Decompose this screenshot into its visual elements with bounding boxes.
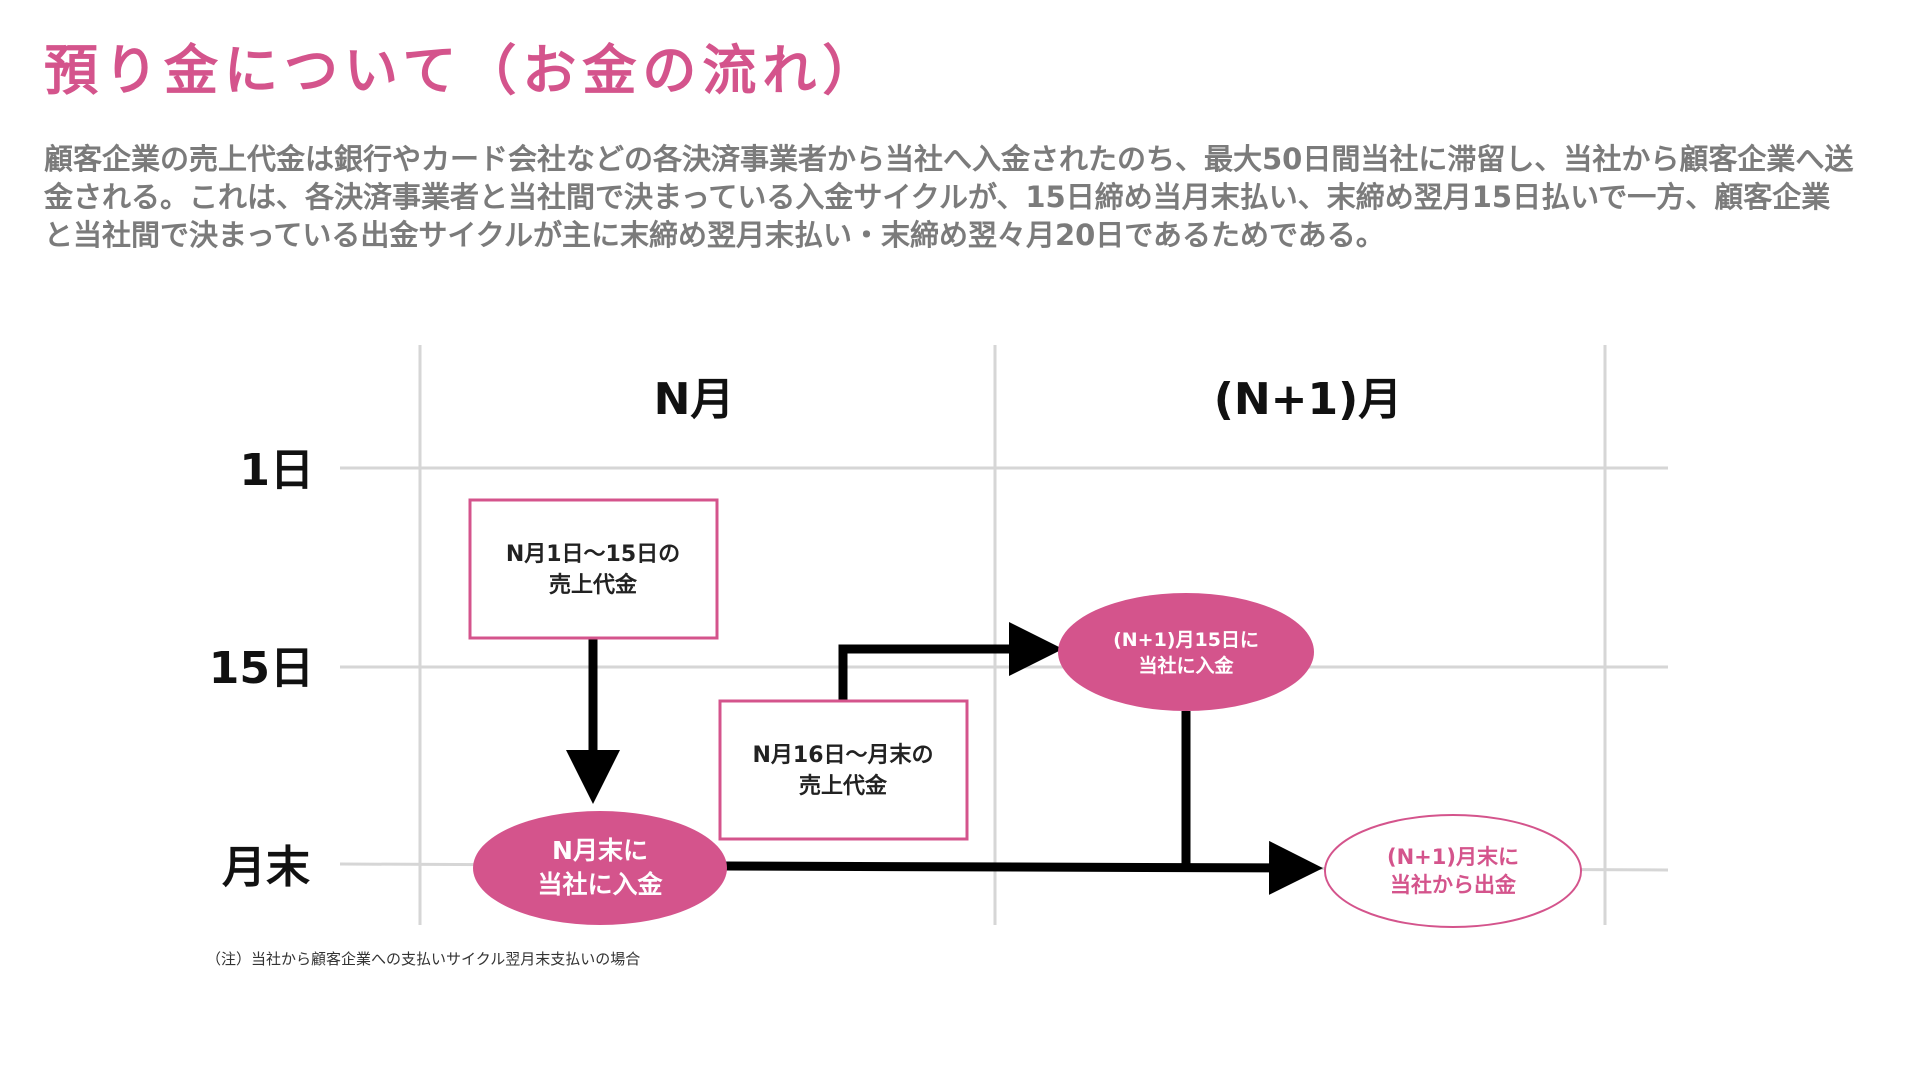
row-label-1: 1日 <box>239 445 314 496</box>
flow-arrows <box>566 622 1323 895</box>
deposit-n-end-line2: 当社に入金 <box>537 870 663 899</box>
payout-n1-end-ellipse: (N+1)月末に 当社から出金 <box>1324 814 1582 928</box>
arrow-deposit-to-payout <box>724 840 1323 895</box>
deposit-n1-15-ellipse: (N+1)月15日に 当社に入金 <box>1058 593 1314 711</box>
deposit-n1-15-line2: 当社に入金 <box>1138 654 1234 677</box>
sales-box-second-half-line2: 売上代金 <box>799 773 888 799</box>
sales-box-second-half-line1: N月16日～月末の <box>752 743 933 768</box>
footnote: （注）当社から顧客企業への支払いサイクル翌月末支払いの場合 <box>206 950 641 968</box>
arrow-second-half-to-15th <box>838 622 1063 700</box>
row-label-end: 月末 <box>222 842 310 893</box>
deposit-n-end-line1: N月末に <box>552 836 648 865</box>
description-text: 顧客企業の売上代金は銀行やカード会社などの各決済事業者から当社へ入金されたのち、… <box>44 142 1854 252</box>
sales-box-first-half: N月1日～15日の 売上代金 <box>468 498 719 640</box>
deposit-n-end-ellipse: N月末に 当社に入金 <box>473 811 727 925</box>
sales-box-second-half: N月16日～月末の 売上代金 <box>718 699 969 841</box>
payout-n1-end-line1: (N+1)月末に <box>1387 845 1519 869</box>
deposit-n1-15-line1: (N+1)月15日に <box>1113 629 1259 651</box>
column-header-n1: (N+1)月 <box>1214 374 1403 425</box>
sales-box-first-half-line2: 売上代金 <box>549 572 638 598</box>
row-label-15: 15日 <box>209 643 314 694</box>
payout-n1-end-line2: 当社から出金 <box>1390 873 1517 897</box>
sales-box-first-half-line1: N月1日～15日の <box>506 542 680 567</box>
column-header-n: N月 <box>654 374 735 425</box>
page-title: 預り金について（お金の流れ） <box>44 39 883 102</box>
